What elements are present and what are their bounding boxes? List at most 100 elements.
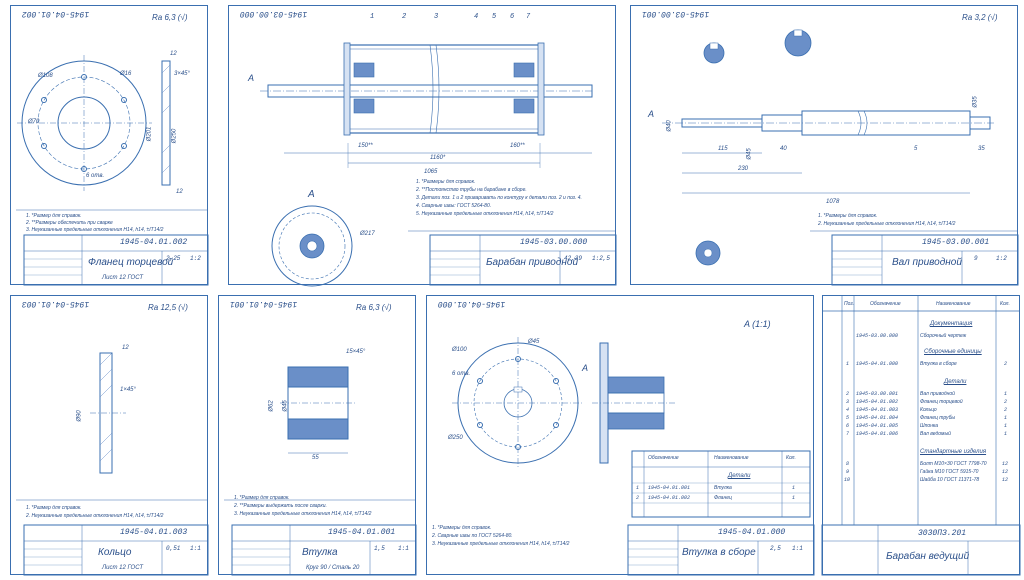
note-1: 1. *Размеры для справок. [432,525,492,531]
sheet-ring[interactable]: 1945-04.01.003 Ra 12,5 (√) 12 Ø90 1×45° … [2,293,210,577]
spec-row-qty: 2 [1004,399,1008,405]
ring-drawing [16,352,209,576]
table-row-qty: 1 [792,495,796,501]
pos-4: 4 [474,13,479,21]
note-5: 5. Неуказанные предельные отклонения H14… [416,211,554,217]
spec-row-name: Фланец трубы [920,415,956,421]
dim-d1: Ø40 [666,120,673,132]
dim-d2: Ø45 [746,148,753,160]
spec-row-code: 1945-04.01.000 [856,361,899,367]
note-2: 2. Неуказанные предельные отклонения H14… [818,221,956,227]
dim-holes: 6 отв. [86,173,105,179]
spec-section: Стандартные изделия [920,449,987,455]
table-row-pos: 1 [636,485,640,491]
titleblock-material: Лист 12 ГОСТ [102,275,143,281]
spec-section: Документация [930,321,973,327]
sheet-shaft[interactable]: 1945-03.00.001 Ra 3,2 (√) A 1078 115 40 … [622,3,1022,287]
dim-l5: 35 [978,146,985,152]
dim-d1: Ø217 [360,231,375,237]
titleblock-mass: 0,51 [166,545,181,552]
titleblock-title: Втулка в сборе [682,547,756,558]
titleblock-title: Фланец торцевой [88,257,174,268]
note-2: 2. **Размеры выдержать после сварки. [234,503,327,509]
titleblock-scale: 1:1 [398,545,409,552]
titleblock-mass: 9 [974,255,978,262]
view-arrow-a: A [582,363,589,373]
spec-row-code: 1945-03.00.001 [856,391,899,397]
spec-row-name: Кольцо [920,407,937,413]
spec-row-name: Вал ведомый [920,431,951,437]
table-section: Детали [728,473,751,479]
table-row-name: Фланец [714,495,732,501]
spec-row-pos: 2 [846,391,850,397]
titleblock-code: 1945-03.00.000 [520,238,588,247]
flange-drawing [16,55,209,286]
titleblock-title: Втулка [302,547,338,558]
dim-d2: Ø45 [282,400,289,412]
sheet-drum[interactable]: 1945-03.00.000 A A 1 2 3 4 5 6 [220,3,620,287]
titleblock-mass: 2,5 [770,545,781,552]
spec-row-pos: 8 [846,461,850,467]
note-3: 3. Неуказанные предельные отклонения H14… [234,511,372,517]
note-2: 2. Сварные швы по ГОСТ 5264-80. [432,533,513,539]
sheet-frame [426,295,814,575]
note-4: 4. Сварные швы: ГОСТ 5264-80. [416,203,492,209]
spec-row-qty: 1 [1004,423,1008,429]
spec-row-name: Шпонка [920,423,939,429]
dim-l3: 1160* [430,155,446,161]
spec-row-name: Болт М10×30 ГОСТ 7798-70 [920,461,987,467]
pos-6: 6 [510,13,515,21]
dim-d2: Ø45 [528,339,540,345]
note-1: 1. *Размеры для справок. [416,179,476,185]
sheet-flange[interactable]: 1945-04.01.002 Ra 6,3 (√) Ø108 Ø16 6 отв… [2,3,210,287]
spec-row-code: 1945-04.01.005 [856,423,899,429]
sheet-frame [228,5,616,285]
spec-head-qty: Кол. [1000,301,1010,307]
dim-chamfer: 15×45° [346,349,366,355]
spec-row-qty: 1 [1004,415,1008,421]
note-1: 1. *Размер для справок. [26,213,82,219]
dim-l4: 160** [510,143,525,149]
spec-row-qty: 12 [1002,477,1009,483]
titleblock-scale: 1:1 [190,545,201,552]
spec-row-name: Сборочный чертеж [920,333,967,339]
view-arrow-a: A [248,73,255,83]
spec-section: Детали [944,379,967,385]
view-label-a: A [308,189,315,200]
spec-row-pos: 4 [846,407,850,413]
view-label: A (1:1) [744,319,771,329]
titleblock-scale: 1:1 [792,545,803,552]
roughness-mark: Ra 12,5 (√) [148,303,188,312]
titleblock-title: Кольцо [98,547,132,558]
sheet-specification[interactable]: Поз. Обозначение Наименование Кол. Докум… [818,293,1022,577]
spec-row-pos: 10 [844,477,851,483]
view-arrow-a: A [648,109,655,119]
dim-l1: 1065 [424,169,438,175]
pos-7: 7 [526,13,531,21]
spec-row-code: 1945-04.01.006 [856,431,899,437]
titleblock-code: 3030ПЗ.201 [918,529,967,538]
titleblock-code: 1945-04.01.002 [120,238,188,247]
spec-row-pos: 7 [846,431,850,437]
titleblock-scale: 1:2 [190,255,201,262]
note-2: 2. Неуказанные предельные отклонения H14… [26,513,164,519]
roughness-mark: Ra 6,3 (√) [152,13,188,22]
titleblock-title: Барабан приводной [486,257,579,268]
spec-head-code: Обозначение [870,301,901,307]
titleblock-title: Вал приводной [892,257,962,268]
sleeve-assembly-drawing [452,337,815,576]
note-3: 3. Неуказанные предельные отклонения H14… [432,541,570,547]
titleblock-mass: 42,39 [564,255,583,262]
dim-d2: Ø16 [120,71,132,77]
dim-d4: Ø250 [171,128,178,144]
titleblock-material: Круг 90 / Сталь 20 [306,565,360,571]
titleblock-mass: 2,25 [166,255,181,262]
titleblock-title: Барабан ведущий [886,551,970,562]
dim-chamfer: 1×45° [120,387,136,393]
spec-row-pos: 1 [846,361,850,367]
sheet-sleeve-assembly[interactable]: 1945-04.01.000 A (1:1) A Ø10 [418,293,818,577]
note-1: 1. *Размеры для справок. [818,213,878,219]
sheet-sleeve[interactable]: 1945-04.01.001 Ra 6,3 (√) 15×45° Ø62 Ø45… [210,293,418,577]
spec-row-pos: 3 [846,399,850,405]
spec-row-name: Гайка М10 ГОСТ 5915-70 [920,469,979,475]
